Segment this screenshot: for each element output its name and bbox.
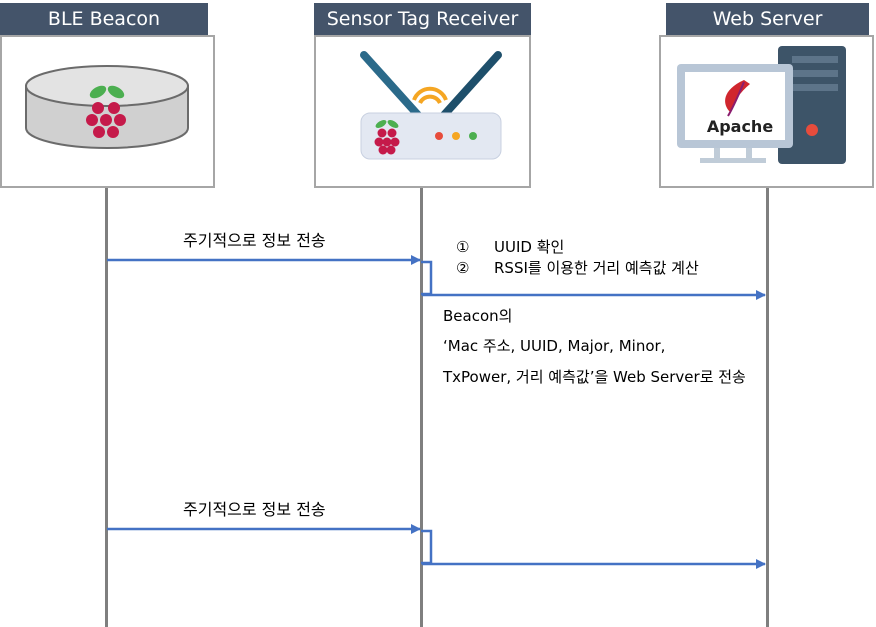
step-text: RSSI를 이용한 거리 예측값 계산: [494, 259, 699, 277]
step-number: ②: [456, 259, 470, 277]
apache-logo-text: Apache: [706, 117, 774, 136]
actor-header-beacon: BLE Beacon: [0, 3, 208, 35]
step-item-2: ② RSSI를 이용한 거리 예측값 계산: [456, 257, 699, 278]
lifeline-server: [766, 188, 769, 627]
wifi-router-icon: [360, 51, 502, 160]
raspberry-pi-disc-icon: [25, 65, 189, 149]
actor-header-server: Web Server: [666, 3, 869, 35]
step-item-1: ① UUID 확인: [456, 236, 564, 257]
step-number: ①: [456, 238, 470, 256]
lifeline-beacon: [105, 188, 108, 627]
message-label-2: 주기적으로 정보 전송: [183, 500, 326, 519]
server-computer-icon: [677, 46, 846, 164]
note-line-3: TxPower, 거리 예측값’을 Web Server로 전송: [443, 368, 746, 386]
note-line-2: ‘Mac 주소, UUID, Major, Minor,: [443, 337, 666, 355]
lifeline-receiver: [420, 188, 423, 627]
actor-header-receiver: Sensor Tag Receiver: [314, 3, 531, 35]
message-label-1: 주기적으로 정보 전송: [183, 231, 326, 250]
note-line-1: Beacon의: [443, 307, 513, 325]
activation-receiver-1: [421, 260, 433, 296]
step-text: UUID 확인: [494, 238, 565, 256]
activation-receiver-2: [421, 529, 433, 565]
